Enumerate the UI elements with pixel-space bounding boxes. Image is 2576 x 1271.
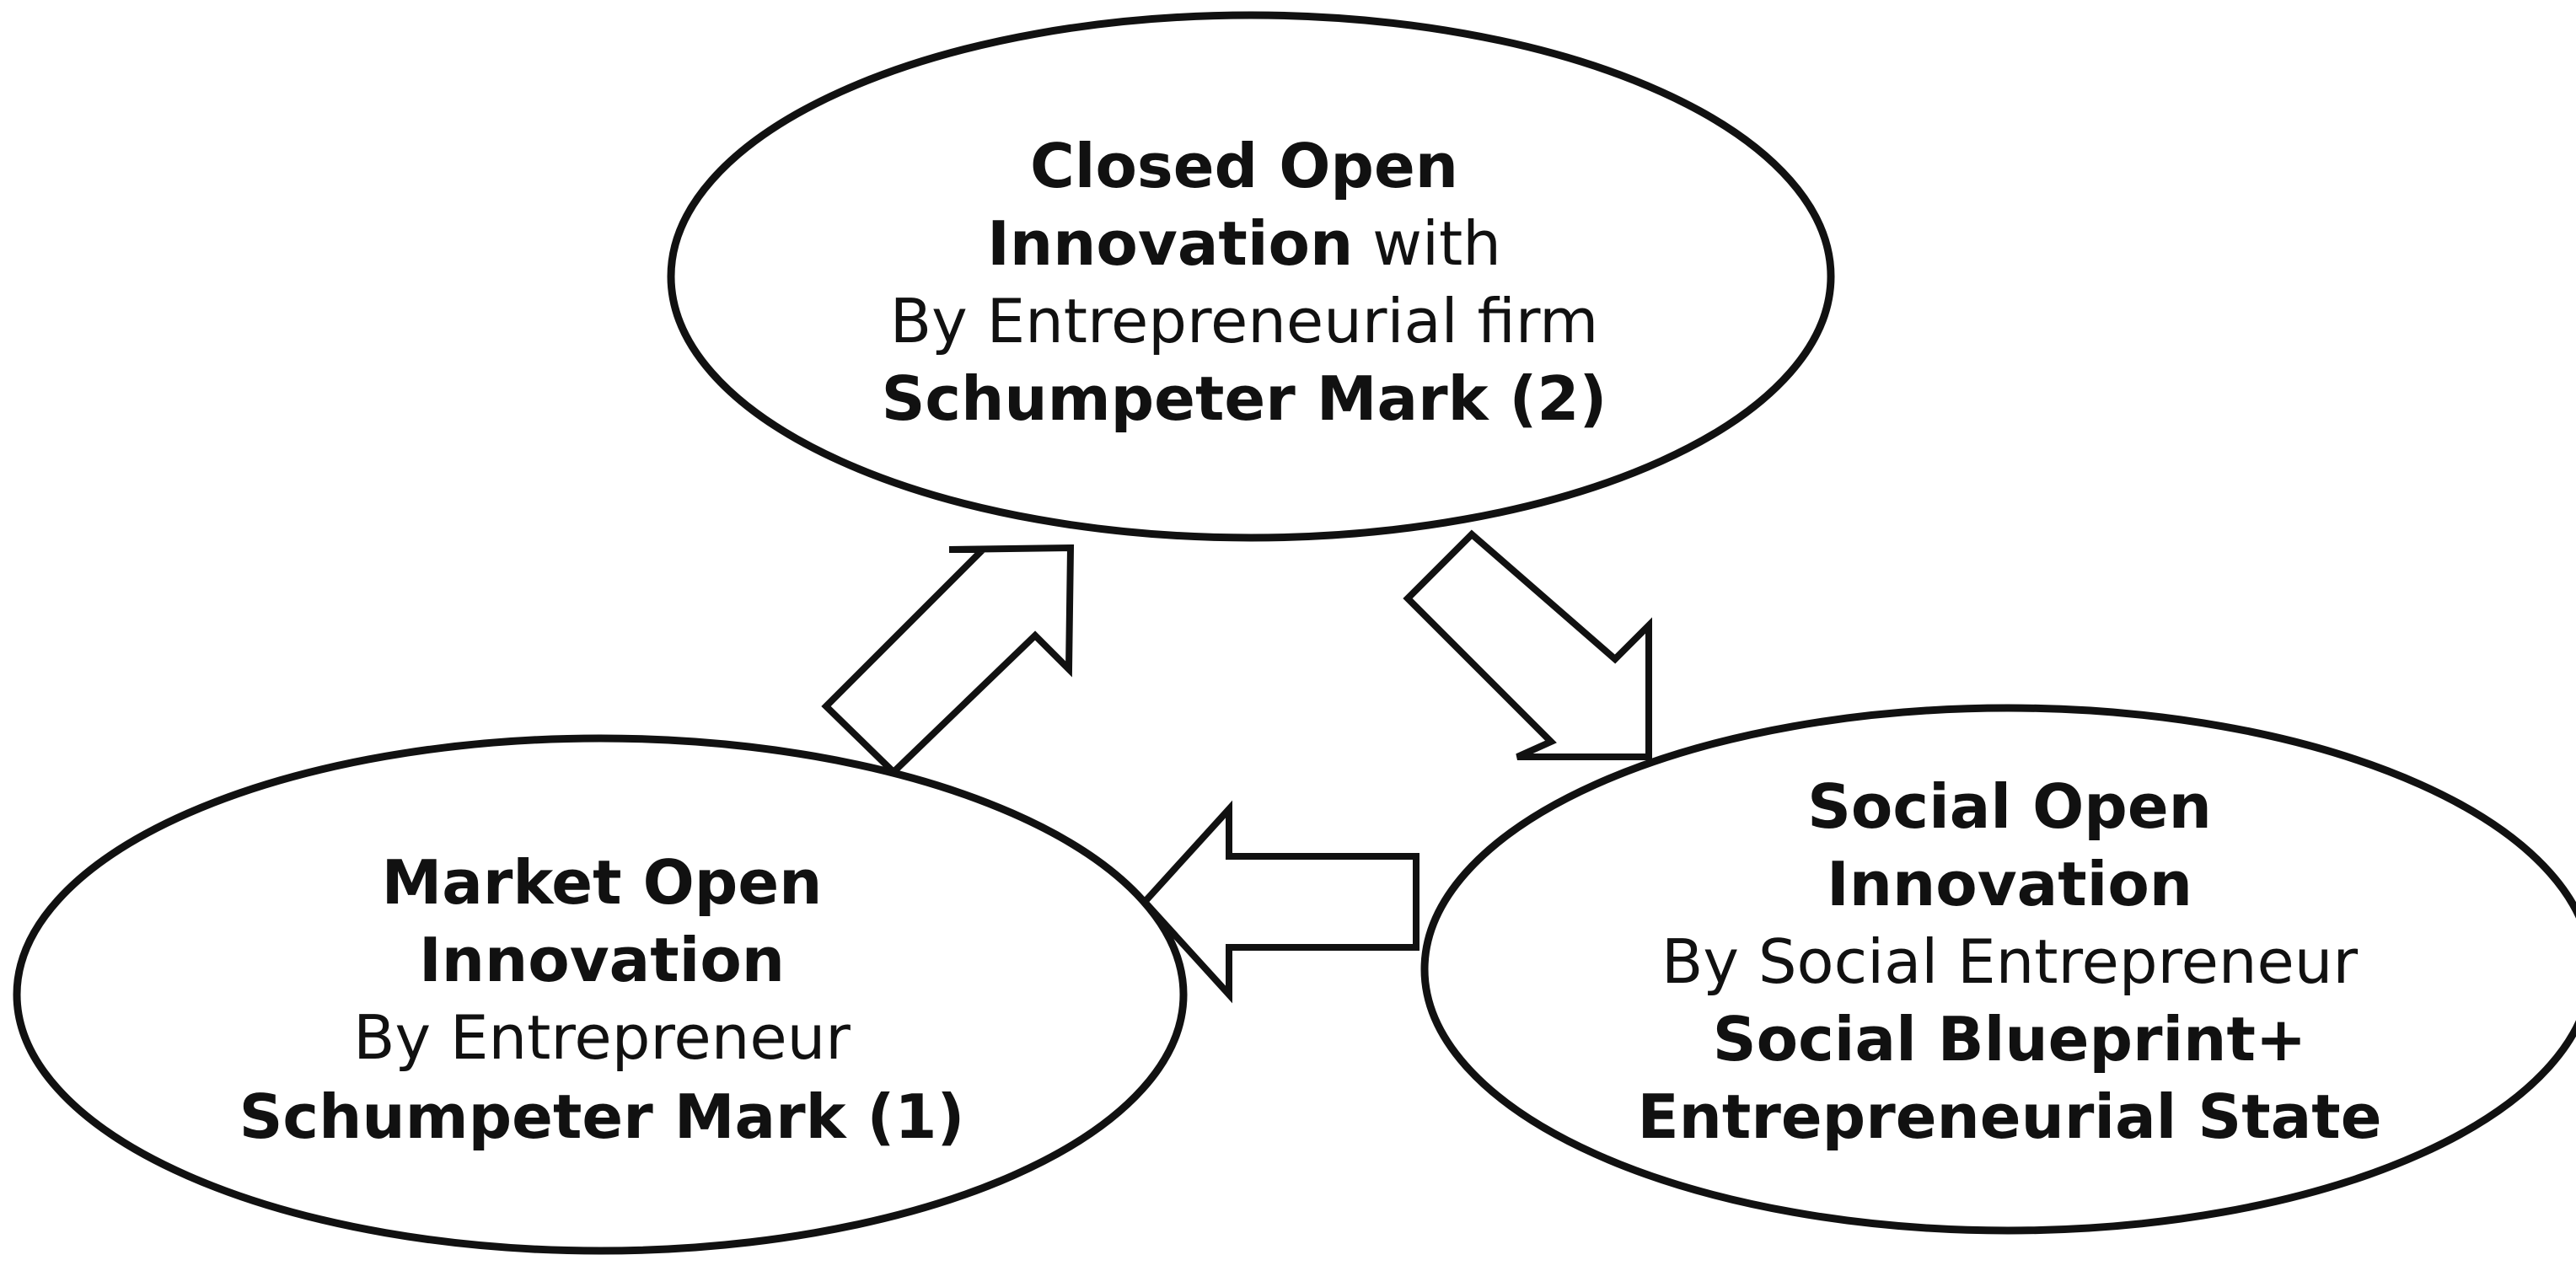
closed-line-2: Innovation with [987, 208, 1501, 279]
closed-line-3: By Entrepreneurial firm [890, 286, 1599, 357]
social-line-2: Innovation [1827, 849, 2192, 920]
closed-line-4: Schumpeter Mark (2) [882, 363, 1607, 434]
closed-line-2-regular: with [1353, 208, 1501, 279]
social-line-3: By Social Entrepreneur [1661, 926, 2359, 997]
social-innovation-ellipse [1420, 704, 2576, 1235]
market-line-3: By Entrepreneur [353, 1002, 851, 1073]
arrow-social-to-market [1140, 800, 1419, 1004]
closed-line-2-bold: Innovation [987, 208, 1353, 279]
social-line-5: Entrepreneurial State [1637, 1081, 2381, 1152]
social-line-4: Social Blueprint+ [1713, 1004, 2306, 1075]
arrow-market-to-closed [821, 544, 1075, 777]
market-innovation-ellipse [13, 734, 1188, 1255]
node-closed-open-innovation: Closed Open Innovation with By Entrepren… [667, 11, 1835, 542]
market-line-1: Market Open [382, 847, 823, 918]
node-market-open-innovation: Market Open Innovation By Entrepreneur S… [13, 734, 1188, 1255]
arrow-closed-to-social [1403, 529, 1652, 760]
closed-line-1: Closed Open [1030, 131, 1458, 201]
market-line-4: Schumpeter Mark (1) [239, 1081, 965, 1152]
node-social-open-innovation: Social Open Innovation By Social Entrepr… [1420, 704, 2576, 1235]
closed-innovation-ellipse [667, 11, 1835, 542]
market-line-2: Innovation [419, 925, 785, 995]
social-line-1: Social Open [1807, 771, 2212, 842]
